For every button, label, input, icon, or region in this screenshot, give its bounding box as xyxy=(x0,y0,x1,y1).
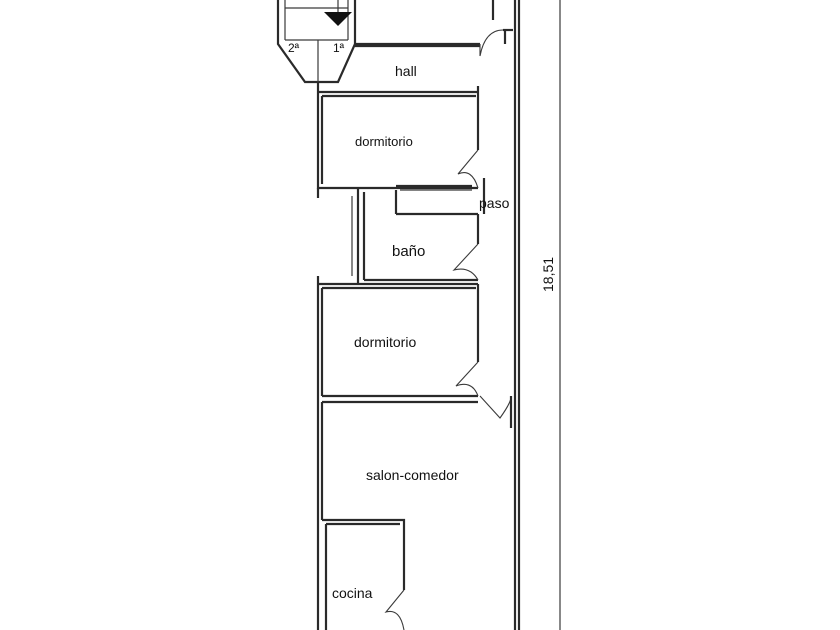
dimension-label: 18,51 xyxy=(540,257,556,292)
room-label-salon: salon-comedor xyxy=(366,467,459,483)
stair-label-right: 1ª xyxy=(333,41,345,55)
room-label-bano: baño xyxy=(392,243,425,260)
room-label-cocina: cocina xyxy=(332,585,373,601)
room-label-hall: hall xyxy=(395,63,417,79)
staircase xyxy=(276,0,357,84)
room-label-dormitorio-1: dormitorio xyxy=(355,134,413,149)
stair-arrow-icon xyxy=(324,12,352,26)
room-label-paso: paso xyxy=(479,195,510,211)
paso-walls xyxy=(394,178,486,216)
exterior-walls xyxy=(513,0,561,630)
bano-walls xyxy=(316,188,480,284)
stair-label-left: 2ª xyxy=(288,41,300,55)
cocina-walls xyxy=(322,518,406,630)
hall-walls xyxy=(316,0,513,94)
room-label-dormitorio-2: dormitorio xyxy=(354,334,416,350)
salon-walls xyxy=(316,395,513,630)
dormitorio-2-walls xyxy=(316,276,480,398)
